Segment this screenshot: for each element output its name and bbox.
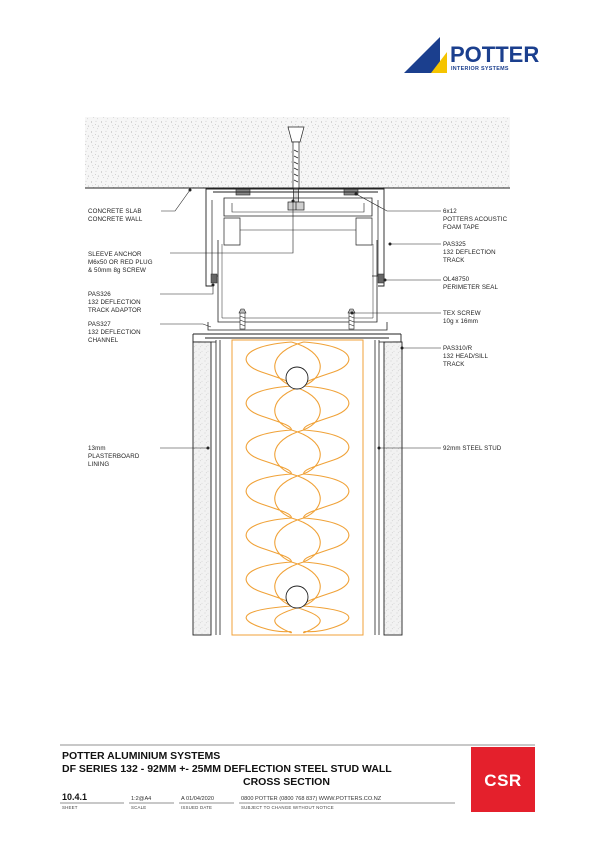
label-pas325: PAS325 132 DEFLECTION TRACK bbox=[443, 241, 496, 264]
logo-tagline: INTERIOR SYSTEMS bbox=[451, 66, 509, 72]
deflection-track bbox=[205, 188, 385, 287]
label-pas327-2: 132 DEFLECTION bbox=[88, 329, 141, 336]
scale-value: 1:2@A4 bbox=[131, 796, 151, 802]
deflection-channel bbox=[207, 322, 388, 331]
label-perimeter: OL48750 PERIMETER SEAL bbox=[443, 276, 498, 291]
label-texscrew-1: TEX SCREW bbox=[443, 310, 481, 317]
title-line-1: POTTER ALUMINIUM SYSTEMS bbox=[62, 750, 220, 762]
label-anchor-3: & 50mm 8g SCREW bbox=[88, 267, 146, 274]
contact-line: 0800 POTTER (0800 768 837) WWW.POTTERS.C… bbox=[241, 796, 382, 802]
sheet-number: 10.4.1 bbox=[62, 792, 87, 802]
label-perimeter-2: PERIMETER SEAL bbox=[443, 284, 498, 291]
label-pas327-1: PAS327 bbox=[88, 321, 111, 328]
plasterboard-left bbox=[192, 341, 212, 636]
title-line-3: CROSS SECTION bbox=[243, 776, 330, 788]
label-pas327-3: CHANNEL bbox=[88, 337, 119, 344]
label-texscrew-2: 10g x 16mm bbox=[443, 318, 478, 325]
label-foamtape: 6x12 POTTERS ACOUSTIC FOAM TAPE bbox=[443, 208, 508, 231]
label-pas325-3: TRACK bbox=[443, 257, 465, 264]
csr-logo: CSR bbox=[471, 747, 535, 812]
label-pas310-1: PAS310/R bbox=[443, 345, 473, 352]
csr-text: CSR bbox=[484, 771, 521, 790]
tex-screw-left bbox=[238, 308, 247, 330]
potter-logo: POTTER INTERIOR SYSTEMS bbox=[404, 37, 539, 73]
label-foamtape-2: POTTERS ACOUSTIC bbox=[443, 216, 508, 223]
label-anchor-1: SLEEVE ANCHOR bbox=[88, 251, 142, 258]
label-pas326-2: 132 DEFLECTION bbox=[88, 299, 141, 306]
title-line-2: DF SERIES 132 - 92MM +- 25MM DEFLECTION … bbox=[62, 763, 392, 775]
label-pas325-1: PAS325 bbox=[443, 241, 466, 248]
issued-value: A 01/04/2020 bbox=[181, 796, 214, 802]
label-texscrew: TEX SCREW 10g x 16mm bbox=[443, 310, 481, 325]
label-foamtape-3: FOAM TAPE bbox=[443, 224, 479, 231]
label-perimeter-1: OL48750 bbox=[443, 276, 470, 283]
service-hole-upper bbox=[285, 366, 309, 390]
issued-caption: ISSUED DATE bbox=[181, 805, 212, 810]
logo-mark-yellow bbox=[431, 52, 447, 73]
label-stud-1: 92mm STEEL STUD bbox=[443, 445, 502, 452]
label-pas327: PAS327 132 DEFLECTION CHANNEL bbox=[88, 321, 141, 344]
label-anchor-2: M6x50 OR RED PLUG bbox=[88, 259, 153, 266]
label-concrete-2: CONCRETE WALL bbox=[88, 216, 143, 223]
label-plasterboard-2: PLASTERBOARD bbox=[88, 453, 140, 460]
service-hole-lower bbox=[285, 585, 309, 609]
label-concrete-1: CONCRETE SLAB bbox=[88, 208, 142, 215]
steel-stud bbox=[211, 340, 384, 635]
label-pas325-2: 132 DEFLECTION bbox=[443, 249, 496, 256]
insulation bbox=[231, 339, 364, 636]
leader-lines bbox=[160, 188, 441, 450]
notice-line: SUBJECT TO CHANGE WITHOUT NOTICE bbox=[241, 805, 334, 810]
title-block: POTTER ALUMINIUM SYSTEMS DF SERIES 132 -… bbox=[60, 744, 535, 810]
label-pas310-2: 132 HEAD/SILL bbox=[443, 353, 488, 360]
track-adaptor bbox=[217, 240, 378, 323]
logo-mark-blue bbox=[404, 37, 440, 73]
sheet-caption: SHEET bbox=[62, 805, 78, 810]
label-pas326: PAS326 132 DEFLECTION TRACK ADAPTOR bbox=[88, 291, 142, 314]
tex-screw-right bbox=[347, 308, 356, 330]
label-plasterboard-3: LINING bbox=[88, 461, 109, 468]
label-plasterboard: 13mm PLASTERBOARD LINING bbox=[88, 445, 140, 468]
plasterboard-right bbox=[383, 341, 403, 636]
label-pas310-3: TRACK bbox=[443, 361, 465, 368]
label-pas326-3: TRACK ADAPTOR bbox=[88, 307, 142, 314]
label-anchor: SLEEVE ANCHOR M6x50 OR RED PLUG & 50mm 8… bbox=[88, 251, 153, 274]
logo-text: POTTER bbox=[450, 42, 539, 67]
label-pas310: PAS310/R 132 HEAD/SILL TRACK bbox=[443, 345, 488, 368]
sleeve-anchor bbox=[287, 126, 305, 211]
head-track bbox=[192, 333, 402, 352]
label-plasterboard-1: 13mm bbox=[88, 445, 106, 452]
label-concrete: CONCRETE SLAB CONCRETE WALL bbox=[88, 208, 143, 223]
label-stud: 92mm STEEL STUD bbox=[443, 445, 502, 452]
label-foamtape-1: 6x12 bbox=[443, 208, 457, 215]
scale-caption: SCALE bbox=[131, 805, 146, 810]
label-pas326-1: PAS326 bbox=[88, 291, 111, 298]
